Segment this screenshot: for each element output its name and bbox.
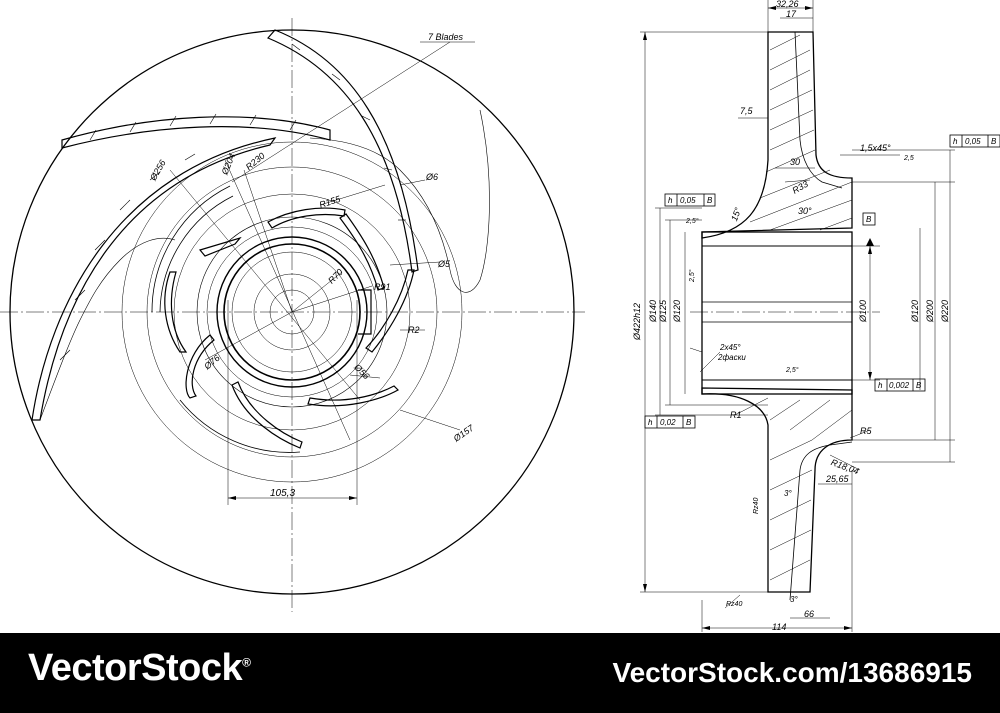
dim-label: 2x45° xyxy=(719,343,741,352)
tol-value: 0,05 xyxy=(680,196,696,205)
dim-label: Ø100 xyxy=(858,300,868,323)
dim-label: 3° xyxy=(784,489,792,498)
inner-blades xyxy=(164,207,415,449)
brand-name: VectorStock xyxy=(28,647,243,689)
dim-label: 30° xyxy=(798,206,812,216)
dim-label: Ø6 xyxy=(425,172,438,182)
dim-label: R1 xyxy=(730,410,742,420)
dim-label: 2,5° xyxy=(685,217,699,225)
section-view xyxy=(640,0,1000,632)
dim-label: Rz40 xyxy=(753,498,760,514)
dim-label: Ø76 xyxy=(201,353,221,372)
dim-label: 17 xyxy=(786,9,797,19)
tol-value: 0,002 xyxy=(889,381,910,390)
dim-label: Ø120 xyxy=(910,300,920,323)
dim-label: 30 xyxy=(790,157,800,167)
dim-label: 114 xyxy=(772,622,786,632)
tol-symbol: h xyxy=(648,418,653,427)
tol-datum: B xyxy=(916,381,922,390)
outer-disc xyxy=(9,29,575,595)
footer-bar: VectorStock® VectorStock.com/13686915 xyxy=(0,633,1000,713)
datum-label: B xyxy=(866,215,872,224)
blade-note: 7 Blades xyxy=(428,32,464,42)
dim-label: Ø204 xyxy=(219,152,237,177)
dim-label: Ø5 xyxy=(437,259,451,269)
front-view xyxy=(0,18,585,612)
shroud-blades xyxy=(31,29,419,421)
dim-label: Ø125 xyxy=(658,299,668,323)
dim-label: 1,5x45° xyxy=(860,143,891,153)
dim-label: 3° xyxy=(790,595,798,604)
dim-label: R155 xyxy=(318,194,342,210)
tol-datum: B xyxy=(686,418,692,427)
tol-symbol: h xyxy=(668,196,673,205)
brand-logo: VectorStock® xyxy=(28,647,251,690)
image-id: VectorStock.com/13686915 xyxy=(612,657,972,688)
dim-label: 15° xyxy=(729,206,743,223)
dim-label: 66 xyxy=(804,609,814,619)
hub-outer xyxy=(216,236,368,388)
dim-label: R91 xyxy=(374,282,391,292)
dim-label: Ø220 xyxy=(940,300,950,323)
dim-label: R230 xyxy=(244,151,267,172)
dim-label: R2 xyxy=(408,325,420,335)
dim-label: Rz40 xyxy=(726,601,742,608)
tol-symbol: h xyxy=(953,137,958,146)
dim-label: R70 xyxy=(326,267,345,286)
dim-label: 105,3 xyxy=(270,488,295,499)
dim-label: 2фаски xyxy=(717,353,746,362)
dim-label: 2,5° xyxy=(785,366,799,374)
tol-value: 0,02 xyxy=(660,418,676,427)
dim-label: 32,26 xyxy=(776,0,799,9)
dim-label: Ø140 xyxy=(648,300,658,323)
registered-mark: ® xyxy=(242,655,251,670)
tol-datum: B xyxy=(707,196,713,205)
dim-label: Ø422h12 xyxy=(632,303,642,341)
dim-label: 2,5 xyxy=(903,155,914,162)
dim-label: Ø120 xyxy=(672,300,682,323)
hub-bore xyxy=(223,243,361,381)
dim-label: 2,5° xyxy=(688,269,696,283)
dim-label: 25,65 xyxy=(825,474,850,484)
dim-label: Ø200 xyxy=(925,300,935,323)
dim-label: 7,5 xyxy=(740,106,754,116)
tol-datum: B xyxy=(991,137,997,146)
tol-symbol: h xyxy=(878,381,883,390)
dim-label: R5 xyxy=(860,426,872,436)
dim-label: Ø256 xyxy=(148,158,168,183)
tol-value: 0,05 xyxy=(965,137,981,146)
dim-label: Ø157 xyxy=(451,422,476,444)
dim-label: Ø56 xyxy=(352,361,372,381)
technical-drawing: 7 Blades Ø256 Ø204 R230 R155 Ø6 Ø5 R70 R… xyxy=(0,0,1000,632)
